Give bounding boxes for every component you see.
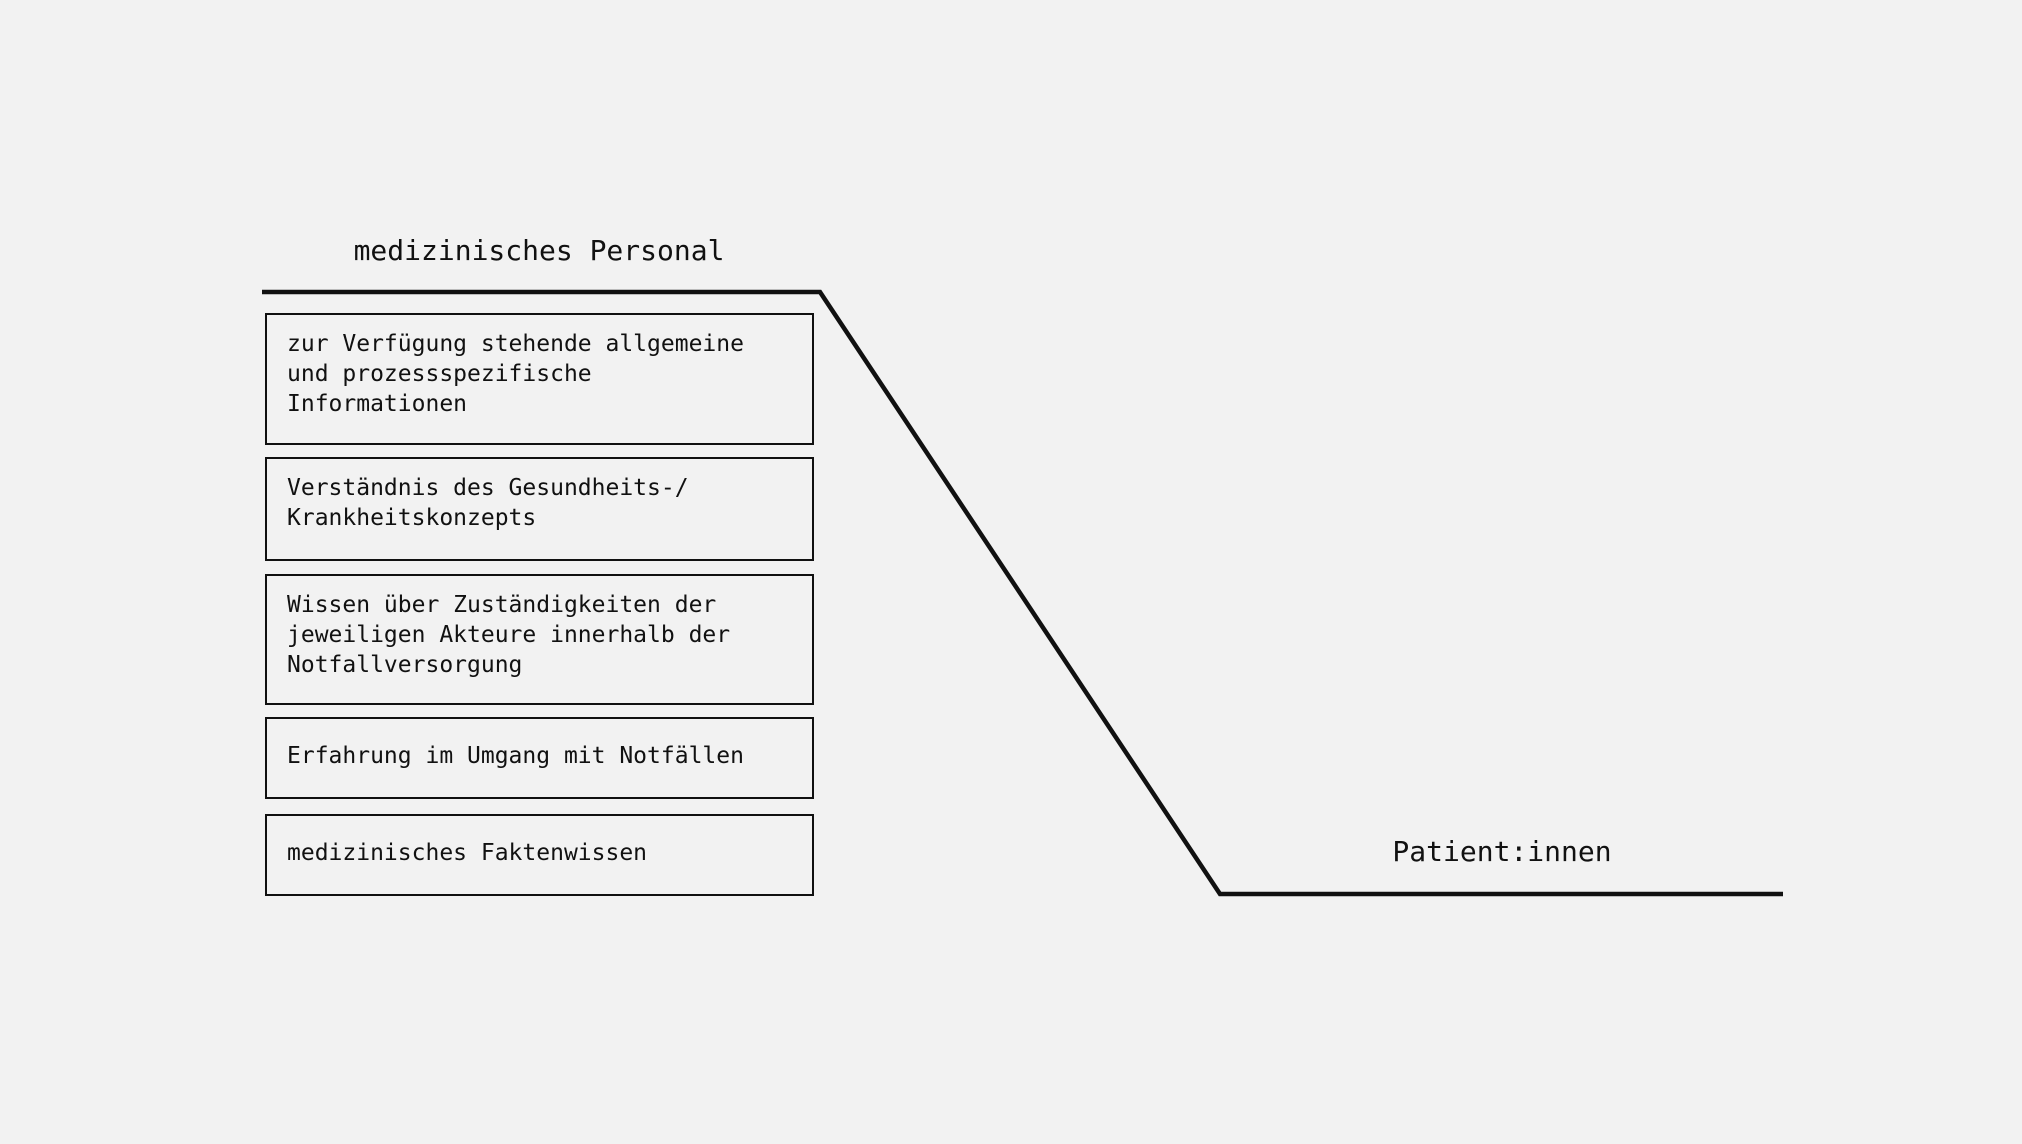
- knowledge-box-experience: Erfahrung im Umgang mit Notfällen: [265, 717, 814, 799]
- knowledge-box-information: zur Verfügung stehende allgemeine und pr…: [265, 313, 814, 445]
- knowledge-box-medical-facts: medizinisches Faktenwissen: [265, 814, 814, 896]
- gradient-line: [262, 289, 1783, 897]
- medical-staff-label: medizinisches Personal: [353, 234, 725, 267]
- patients-label: Patient:innen: [1392, 835, 1612, 868]
- knowledge-box-health-concept: Verständnis des Gesundheits-/ Krankheits…: [265, 457, 814, 561]
- knowledge-box-responsibilities: Wissen über Zuständigkeiten der jeweilig…: [265, 574, 814, 705]
